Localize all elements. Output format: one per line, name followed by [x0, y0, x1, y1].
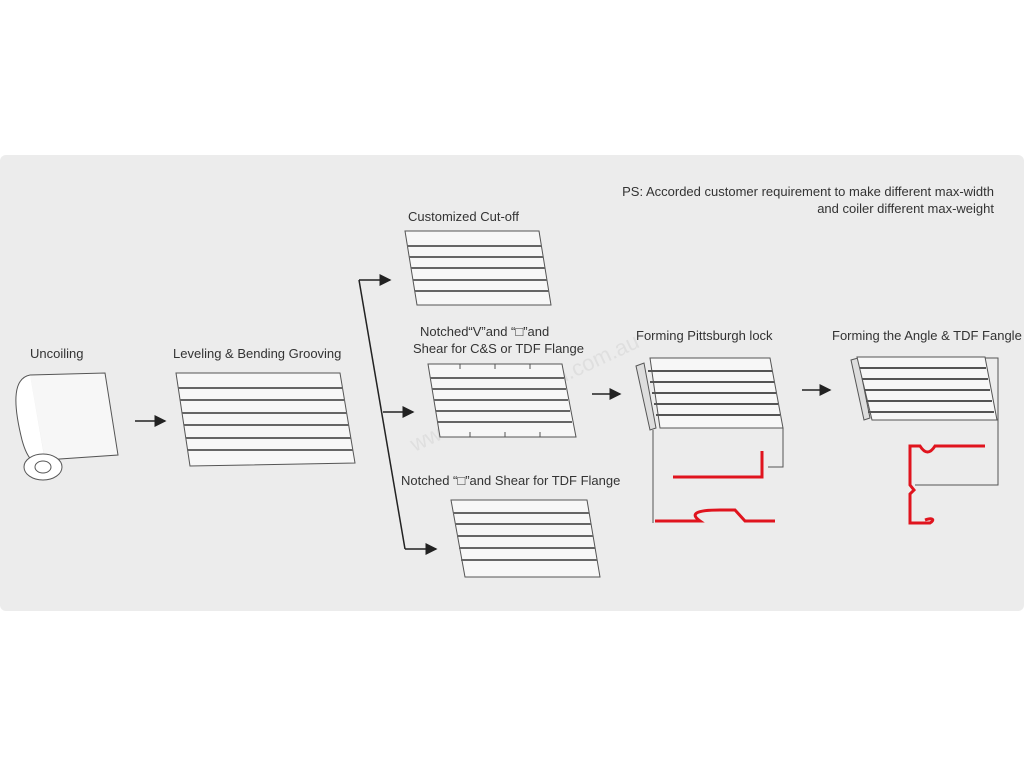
- flow-arrows: [135, 274, 832, 555]
- pittsburgh-profile-2: [655, 508, 775, 523]
- angle-sheet: [850, 356, 999, 486]
- label-notched-v-line1: Notched“V”and “□”and: [420, 324, 550, 339]
- label-angle: Forming the Angle & TDF Fangle: [832, 328, 1022, 343]
- label-uncoiling: Uncoiling: [30, 346, 84, 361]
- profile-shapes: [655, 444, 985, 525]
- cutoff-sheet: [404, 230, 552, 306]
- notched-v-sheet: [427, 363, 577, 438]
- leveled-sheet: [175, 372, 356, 467]
- label-cutoff: Customized Cut-off: [408, 209, 520, 224]
- label-notched-square: Notched “□”and Shear for TDF Flange: [401, 473, 621, 488]
- label-leveling: Leveling & Bending Grooving: [173, 346, 342, 361]
- ps-note: PS: Accorded customer requirement to mak…: [622, 183, 994, 217]
- angle-profile: [908, 444, 985, 525]
- notched-square-sheet: [450, 499, 601, 578]
- pittsburgh-sheet: [635, 357, 784, 523]
- ps-note-line1: PS: Accorded customer requirement to mak…: [622, 184, 994, 199]
- label-pittsburgh: Forming Pittsburgh lock: [636, 328, 773, 343]
- branch-line: [358, 279, 406, 550]
- label-notched-v-line2: Shear for C&S or TDF Flange: [413, 341, 584, 356]
- ps-note-line2: and coiler different max-weight: [817, 201, 994, 216]
- coil-icon: [15, 372, 119, 481]
- pittsburgh-profile-1: [673, 451, 764, 479]
